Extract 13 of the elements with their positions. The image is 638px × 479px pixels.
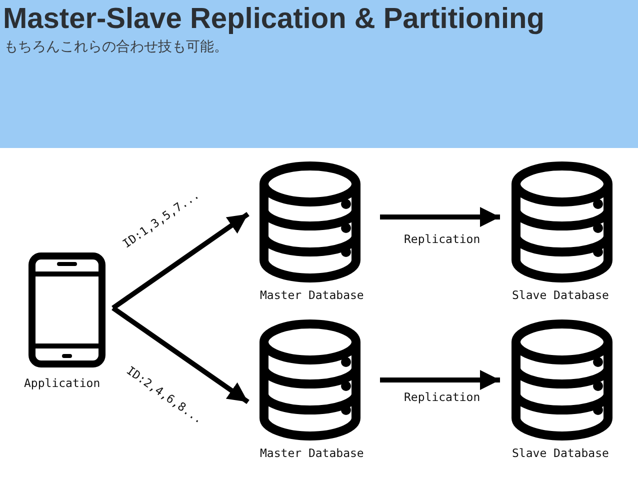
arrow — [112, 212, 250, 310]
edge-label: Replication — [404, 390, 480, 404]
edge-label: Replication — [404, 232, 480, 246]
subtitle: もちろんこれらの合わせ技も可能。 — [4, 38, 228, 56]
node-label: Slave Database — [512, 288, 609, 302]
node-label: Master Database — [260, 288, 364, 302]
node-label: Slave Database — [512, 446, 609, 460]
arrow — [380, 370, 500, 390]
title: Master-Slave Replication & Partitioning — [3, 2, 544, 36]
arrow — [112, 306, 250, 404]
arrow — [380, 207, 500, 227]
node-label: Master Database — [260, 446, 364, 460]
node-label: Application — [24, 376, 100, 390]
